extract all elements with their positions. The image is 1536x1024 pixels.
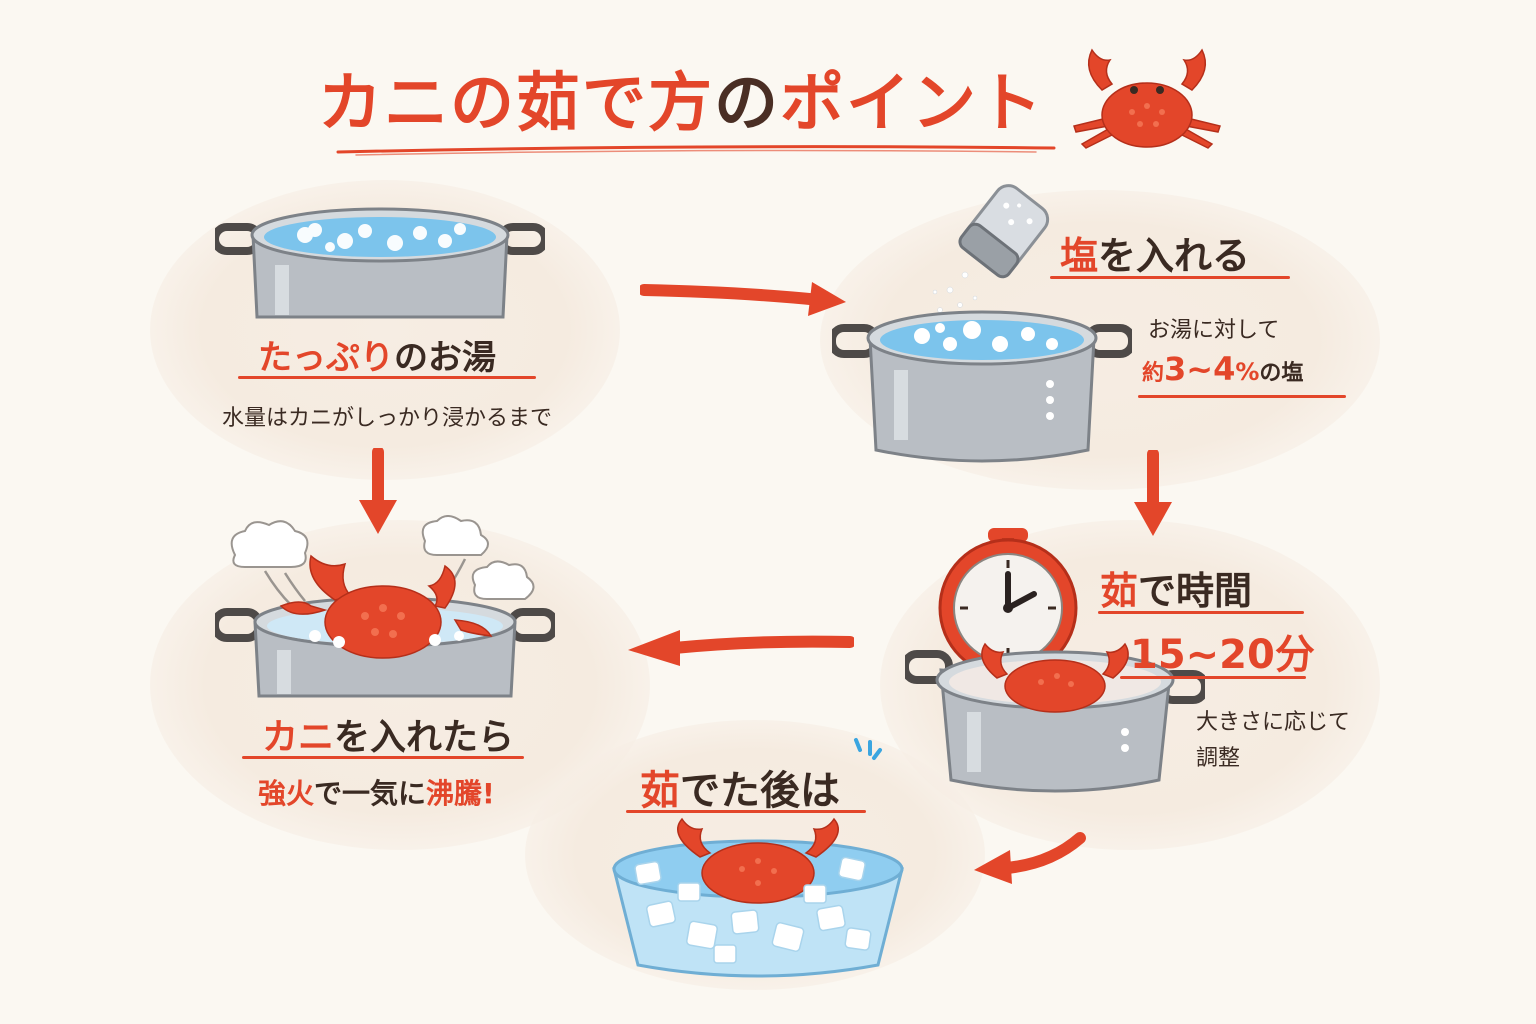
step-2-note-line2: 約3~4%の塩 [1142,350,1303,388]
step-5-note-rest: で一気に [314,777,427,810]
arrow-icon-left [628,630,854,666]
page-title: カニの茹で方のポイント [318,52,1078,142]
step-5-heading-emphasis: カニ [262,717,335,758]
step-3-heading-emphasis: 茹 [1100,569,1139,613]
step-5-note-emphasis-2: 沸騰! [426,777,495,810]
step-4-underline [626,810,866,813]
step-2-heading: 塩を入れる [1060,225,1250,280]
step-2-heading-emphasis: 塩 [1060,234,1099,278]
pot-icon-salted [832,310,1132,463]
step-4-heading-emphasis: 茹 [640,768,680,814]
title-part-3: で方 [582,67,714,141]
pot-icon-with-crab [905,642,1205,793]
step-5-heading: カニを入れたら [262,708,514,760]
pot-icon [215,207,545,319]
step-3-heading-rest: で時間 [1138,569,1253,613]
step-3-value: 15~20分 [1130,632,1315,678]
step-2-note-unit: % [1235,358,1260,386]
arrow-icon-down-left [359,448,397,534]
title-underline [336,145,1056,156]
step-5-heading-rest: を入れたら [334,717,515,758]
step-1-heading-rest: のお湯 [394,338,496,378]
crab-icon [1073,48,1221,149]
step-2-note-pre: 約 [1142,361,1165,386]
step-4-heading-rest: でた後は [680,768,840,814]
pot-icon-boiling [215,554,555,698]
step-1-heading-emphasis: たっぷり [258,338,394,378]
step-1-note: 水量はカニがしっかり浸かるまで [222,406,553,431]
arrow-icon [640,282,846,316]
step-4-heading: 茹でた後は [640,758,840,816]
step-1-heading: たっぷりのお湯 [258,330,496,379]
arrow-icon-down-right [1134,450,1172,536]
step-2-note-value: 3~4 [1164,350,1236,388]
step-3-note-line2: 調整 [1196,746,1241,771]
step-3-note-line1: 大きさに応じて [1196,710,1351,735]
step-5-note: 強火で一気に沸騰! [258,772,495,812]
step-5-note-emphasis: 強火 [258,777,315,810]
step-2-note-underline [1138,395,1346,398]
ice-bowl-icon [612,817,904,978]
step-2-note-line1: お湯に対して [1148,318,1280,343]
step-1-underline [238,376,536,379]
step-3-value-underline [1120,676,1306,679]
title-part-1: カニの [318,67,516,141]
arrow-icon-curve [974,832,1086,884]
step-2-heading-rest: を入れる [1098,234,1251,278]
salt-shaker-icon [932,184,1050,331]
title-part-2: 茹 [516,67,582,141]
step-3-heading: 茹で時間 [1100,560,1252,615]
step-5-underline [242,756,524,759]
steam-icon [230,515,535,606]
title-part-5: ポイント [780,67,1044,141]
step-2-underline [1050,276,1290,279]
step-2-note-post: の塩 [1259,361,1304,386]
step-3-underline [1098,611,1304,614]
title-part-4: の [714,67,780,141]
splash-icon [854,738,882,760]
